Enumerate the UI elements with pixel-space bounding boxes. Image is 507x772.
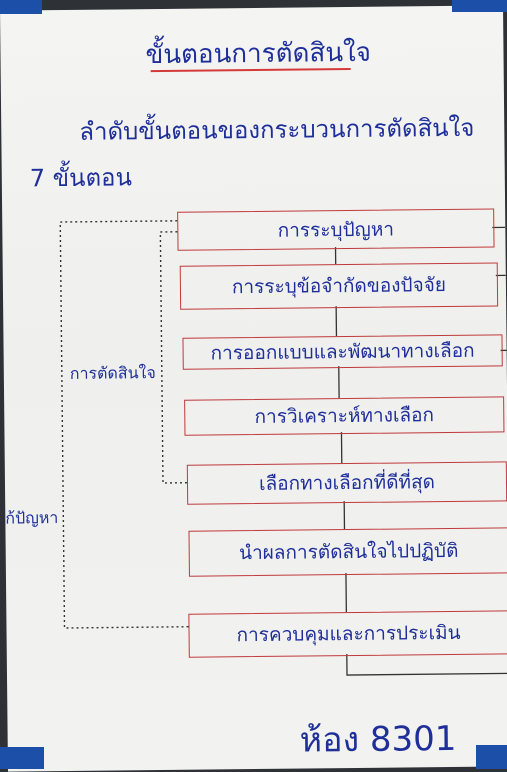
tape-bottom-left bbox=[0, 747, 44, 769]
room-label: ห้อง 8301 bbox=[299, 711, 456, 767]
poster-paper: ขั้นตอนการตัดสินใจ ลำดับขั้นตอนของกระบวน… bbox=[0, 5, 507, 771]
side-label-problem-loop: ก้ปัญหา bbox=[5, 506, 58, 532]
step-box-select-best: เลือกทางเลือกที่ดีที่สุด bbox=[187, 461, 507, 504]
step-box-design-alternatives: การออกแบบและพัฒนาทางเลือก bbox=[182, 334, 502, 369]
tape-top-right bbox=[452, 0, 507, 12]
step-box-identify-problem: การระบุปัญหา bbox=[177, 208, 494, 250]
step-box-identify-constraints: การระบุข้อจำกัดของปัจจัย bbox=[180, 262, 498, 309]
step-box-implement-decision: นำผลการตัดสินใจไปปฏิบัติ bbox=[188, 527, 507, 576]
tape-bottom-right bbox=[476, 745, 507, 769]
step-box-control-evaluate: การควบคุมและการประเมิน bbox=[188, 610, 507, 657]
tape-top-left bbox=[0, 0, 42, 14]
side-label-decision-loop: การตัดสินใจ bbox=[70, 361, 156, 387]
step-box-analyze-alternatives: การวิเคราะห์ทางเลือก bbox=[184, 396, 504, 435]
